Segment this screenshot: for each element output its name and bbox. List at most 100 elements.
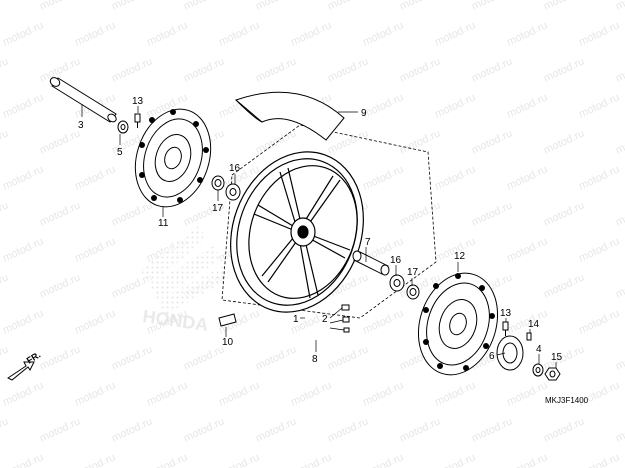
- watermark-text: motod.ru: [289, 19, 333, 48]
- watermark-text: motod.ru: [110, 55, 154, 84]
- distance-collar: [352, 250, 390, 276]
- callout-17-left: 17: [212, 203, 224, 214]
- diagram-code: MKJ3F1400: [545, 396, 589, 405]
- watermark-text: motod.ru: [577, 235, 621, 264]
- callout-8: 8: [312, 354, 318, 365]
- bearing-right: [389, 274, 405, 292]
- watermark-text: motod.ru: [326, 343, 370, 372]
- callout-16-right: 16: [390, 255, 402, 266]
- watermark-text: motod.ru: [73, 163, 117, 192]
- watermark-text: motod.ru: [361, 451, 405, 468]
- watermark-text: motod.ru: [182, 415, 226, 444]
- watermark-text: motod.ru: [289, 379, 333, 408]
- leader-lines: [81, 104, 557, 368]
- watermark-text: motod.ru: [326, 415, 370, 444]
- collar-right: [532, 363, 544, 377]
- watermark-text: motod.ru: [254, 55, 298, 84]
- callout-2: 2: [322, 314, 328, 325]
- callout-15: 15: [551, 352, 563, 363]
- watermark-text: motod.ru: [110, 415, 154, 444]
- pulser-ring: [496, 335, 524, 371]
- watermark-text: motod.ru: [470, 199, 514, 228]
- watermark-text: motod.ru: [505, 19, 549, 48]
- watermark-text: motod.ru: [254, 343, 298, 372]
- watermark-text: motod.ru: [542, 271, 586, 300]
- callout-16-left: 16: [229, 163, 241, 174]
- callout-10: 10: [222, 337, 234, 348]
- watermark-text: motod.ru: [0, 127, 10, 156]
- callout-4: 4: [536, 344, 542, 355]
- watermark-text: motod.ru: [433, 379, 477, 408]
- callout-3: 3: [78, 120, 84, 131]
- watermark-text: motod.ru: [1, 163, 45, 192]
- watermark-text: motod.ru: [110, 199, 154, 228]
- watermark-text: motod.ru: [542, 127, 586, 156]
- watermark-text: motod.ru: [614, 415, 625, 444]
- watermark-text: motod.ru: [254, 415, 298, 444]
- callout-9: 9: [361, 108, 367, 119]
- front-direction-indicator: FR.: [7, 350, 42, 381]
- watermark-text: motod.ru: [433, 451, 477, 468]
- watermark-text: motod.ru: [38, 415, 82, 444]
- watermark-text: motod.ru: [73, 19, 117, 48]
- watermark-text: motod.ru: [614, 343, 625, 372]
- callout-17-right: 17: [407, 267, 419, 278]
- watermark-text: motod.ru: [326, 0, 370, 13]
- watermark-text: motod.ru: [73, 379, 117, 408]
- brand-watermark: HONDA: [140, 225, 228, 335]
- watermark-text: motod.ru: [361, 379, 405, 408]
- tire: [235, 91, 345, 141]
- callout-12: 12: [454, 251, 466, 262]
- watermark-text: motod.ru: [110, 0, 154, 13]
- watermark-text: motod.ru: [326, 55, 370, 84]
- watermark-text: motod.ru: [577, 307, 621, 336]
- axle: [49, 77, 117, 123]
- watermark-text: motod.ru: [433, 163, 477, 192]
- watermark-text: motod.ru: [542, 55, 586, 84]
- watermark-text: motod.ru: [505, 91, 549, 120]
- watermark-text: motod.ru: [0, 55, 10, 84]
- tire-valve: [341, 304, 350, 333]
- watermark-text: motod.ru: [217, 379, 261, 408]
- watermark-text: motod.ru: [73, 307, 117, 336]
- collar-left: [117, 120, 129, 134]
- watermark-text: motod.ru: [505, 451, 549, 468]
- watermark-text: motod.ru: [542, 0, 586, 13]
- watermark-text: motod.ru: [505, 163, 549, 192]
- watermark-text: motod.ru: [38, 271, 82, 300]
- assembly-outline: [221, 124, 437, 319]
- screw: [526, 332, 532, 341]
- watermark-text: motod.ru: [1, 19, 45, 48]
- watermark-text: motod.ru: [73, 235, 117, 264]
- watermark-text: motod.ru: [614, 127, 625, 156]
- watermark-text: motod.ru: [433, 91, 477, 120]
- watermark-text: motod.ru: [470, 415, 514, 444]
- watermark-text: motod.ru: [217, 19, 261, 48]
- callout-5: 5: [117, 147, 123, 158]
- watermark-text: motod.ru: [0, 271, 10, 300]
- watermark-text: motod.ru: [1, 451, 45, 468]
- watermark-text: motod.ru: [577, 91, 621, 120]
- watermark-text: motod.ru: [1, 235, 45, 264]
- watermark-text: motod.ru: [145, 451, 189, 468]
- callout-1: 1: [293, 314, 299, 325]
- watermark-text: motod.ru: [542, 415, 586, 444]
- watermark-text: motod.ru: [38, 343, 82, 372]
- watermark-text: motod.ru: [1, 379, 45, 408]
- watermark-text: motod.ru: [614, 55, 625, 84]
- watermark-text: motod.ru: [361, 91, 405, 120]
- watermark-text: motod.ru: [145, 19, 189, 48]
- bolt-left: [134, 113, 141, 128]
- wheel-rim: [230, 151, 364, 313]
- dust-seal-right: [406, 284, 420, 300]
- watermark-text: motod.ru: [614, 0, 625, 13]
- watermark-text: motod.ru: [73, 451, 117, 468]
- watermark-text: motod.ru: [0, 343, 10, 372]
- watermark-text: motod.ru: [577, 451, 621, 468]
- callout-13-right: 13: [500, 308, 512, 319]
- callout-6: 6: [489, 351, 495, 362]
- watermark-text: motod.ru: [614, 199, 625, 228]
- watermark-text: motod.ru: [398, 415, 442, 444]
